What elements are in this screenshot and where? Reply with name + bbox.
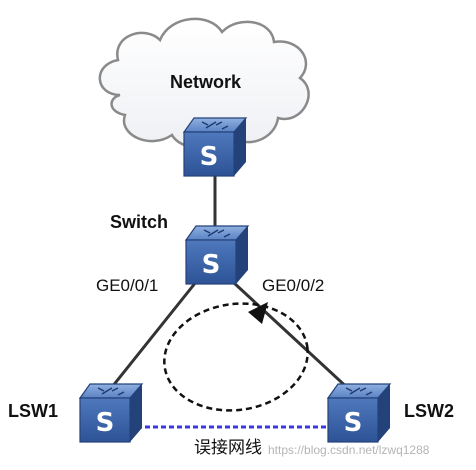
watermark: https://blog.csdn.net/lzwq1288 <box>268 443 430 457</box>
loop-arrow <box>163 302 309 412</box>
switch-letter: S <box>344 408 363 438</box>
switch-icon[interactable]: S <box>182 117 248 177</box>
switch-label: Switch <box>110 212 169 232</box>
link-switch-lsw1 <box>106 281 198 393</box>
lsw2-switch-icon[interactable]: S <box>326 383 392 443</box>
network-cloud <box>98 17 310 150</box>
lsw1-switch-icon[interactable]: S <box>78 383 144 443</box>
wrong-link-label: 误接网线 <box>194 438 262 458</box>
switch-letter: S <box>96 408 115 438</box>
lsw1-label: LSW1 <box>8 401 59 421</box>
switch-letter: S <box>202 250 221 280</box>
link-switch-lsw2 <box>231 280 354 394</box>
loop-arrowhead-icon <box>248 302 268 324</box>
switch-icon[interactable]: S <box>184 225 250 285</box>
network-label: Network <box>170 72 242 92</box>
lsw2-label: LSW2 <box>404 401 455 421</box>
switch-letter: S <box>200 142 219 172</box>
port-label-right: GE0/0/2 <box>262 276 325 295</box>
port-label-left: GE0/0/1 <box>96 276 159 295</box>
